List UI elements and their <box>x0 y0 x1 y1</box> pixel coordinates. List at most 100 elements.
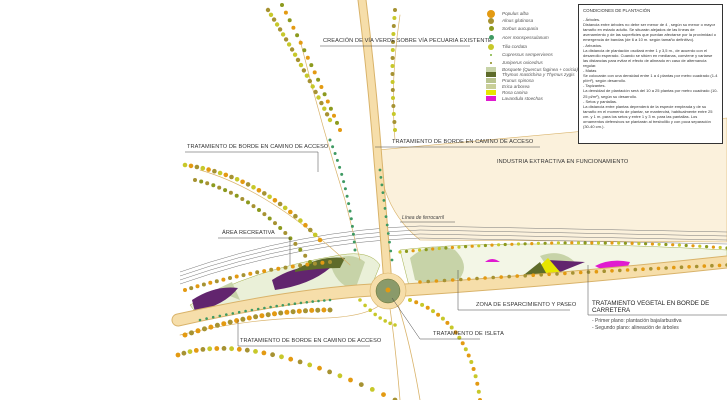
tree-symbol <box>333 152 337 155</box>
legend-item: Acer monspessulanum <box>486 34 549 41</box>
tree-symbol <box>650 242 655 246</box>
tree-symbol <box>234 177 240 182</box>
tree-symbol <box>315 307 321 313</box>
legend-item: Juniperus oxicedrus <box>486 59 543 66</box>
tree-symbol <box>207 346 213 352</box>
tree-symbol <box>539 273 543 277</box>
legend-label: Sorbus aucuparia <box>502 26 539 31</box>
tree-symbol <box>299 301 303 305</box>
tree-symbol <box>290 264 295 269</box>
tree-symbol <box>293 241 298 246</box>
tree-symbol <box>390 88 395 92</box>
tree-symbol <box>221 321 227 327</box>
label-borde-acceso-right: Tratamiento de borde en camino de acceso <box>392 139 534 145</box>
tree-symbol <box>384 215 388 219</box>
tree-symbol <box>301 68 307 73</box>
tree-symbol <box>426 279 431 284</box>
tree-symbol <box>298 263 303 268</box>
tree-symbol <box>234 318 240 324</box>
tree-symbol <box>467 277 471 281</box>
tree-symbol <box>228 276 232 280</box>
tree-symbol <box>298 40 303 45</box>
tree-symbol <box>476 389 481 394</box>
tree-symbol <box>596 241 601 245</box>
tree-symbol <box>391 24 396 28</box>
tree-symbol <box>269 267 274 272</box>
tree-symbol <box>379 176 383 179</box>
tree-symbol <box>182 332 188 338</box>
tree-symbol-icon <box>488 43 494 50</box>
tree-symbol <box>523 273 527 278</box>
tree-symbol <box>358 298 362 302</box>
tree-symbol <box>393 128 397 132</box>
tree-symbol <box>317 365 322 371</box>
label-esparcimiento: Zona de esparcimiento y paseo <box>476 302 577 308</box>
conditions-paragraph: - Matas <box>583 68 597 74</box>
tree-symbol <box>316 95 321 100</box>
tree-symbol <box>198 318 202 322</box>
planting-swatch-icon <box>486 96 496 101</box>
tree-symbol <box>420 302 425 307</box>
tree-symbol <box>257 208 261 212</box>
tree-symbol <box>286 42 292 47</box>
tree-symbol <box>293 302 297 306</box>
tree-symbol <box>368 308 373 313</box>
tree-symbol <box>664 266 668 270</box>
tree-symbol <box>390 48 395 52</box>
tree-symbol <box>256 188 262 193</box>
railway <box>179 225 727 285</box>
tree-symbol <box>262 212 267 217</box>
tree-symbol <box>272 311 277 317</box>
tree-symbol <box>358 382 364 387</box>
tree-symbol <box>338 165 342 169</box>
tree-symbol <box>278 310 284 316</box>
tree-symbol <box>499 275 504 279</box>
tree-symbol-icon <box>488 17 494 24</box>
tree-symbol <box>244 347 250 353</box>
tree-symbol <box>317 237 323 243</box>
tree-symbol <box>710 263 714 268</box>
tree-symbol <box>408 298 412 302</box>
tree-symbol <box>307 78 312 84</box>
tree-symbol <box>563 241 567 245</box>
tree-symbol <box>309 63 314 68</box>
tree-symbol <box>308 260 312 264</box>
tree-symbol <box>211 315 215 319</box>
tree-symbol <box>381 392 386 397</box>
tree-symbol <box>268 12 274 17</box>
conditions-paragraph: - Arbustos. <box>583 42 603 48</box>
tree-symbol <box>281 304 285 307</box>
tree-symbol <box>202 326 207 332</box>
tree-symbol <box>263 306 266 310</box>
tree-symbol <box>214 322 220 328</box>
lavender-bed <box>547 260 585 272</box>
tree-symbol <box>576 241 581 245</box>
conditions-paragraph: - Árboles. <box>583 17 601 23</box>
legend-label: Erica arborea <box>502 84 530 89</box>
tree-symbol <box>345 194 349 198</box>
legend-label: Rosa canina <box>502 90 528 95</box>
legend-item: Erica arborea <box>486 83 530 90</box>
tree-symbol <box>231 312 235 315</box>
tree-symbol <box>211 183 216 188</box>
meadow-area <box>410 246 464 284</box>
tree-symbol <box>331 145 335 149</box>
tree-symbol <box>241 273 246 278</box>
tree-symbol <box>327 117 333 123</box>
tree-symbol <box>217 185 222 190</box>
tree-symbol <box>442 278 447 283</box>
tree-symbol <box>295 57 301 63</box>
note-primer-plano: - Primer plano: plantación baja/arbustiv… <box>592 318 682 324</box>
tree-symbol <box>450 278 455 282</box>
tree-symbol <box>322 92 327 97</box>
tree-symbol <box>324 112 330 117</box>
tree-symbol <box>460 341 465 346</box>
tree-symbol <box>212 168 217 174</box>
tree-symbol <box>702 264 707 268</box>
tree-symbol <box>523 242 527 246</box>
tree-symbol <box>623 241 628 245</box>
tree-symbol <box>327 369 332 375</box>
legend-label: Lavandula stoechas <box>502 96 543 101</box>
tree-symbol <box>684 243 688 248</box>
tree-symbol <box>390 72 395 76</box>
